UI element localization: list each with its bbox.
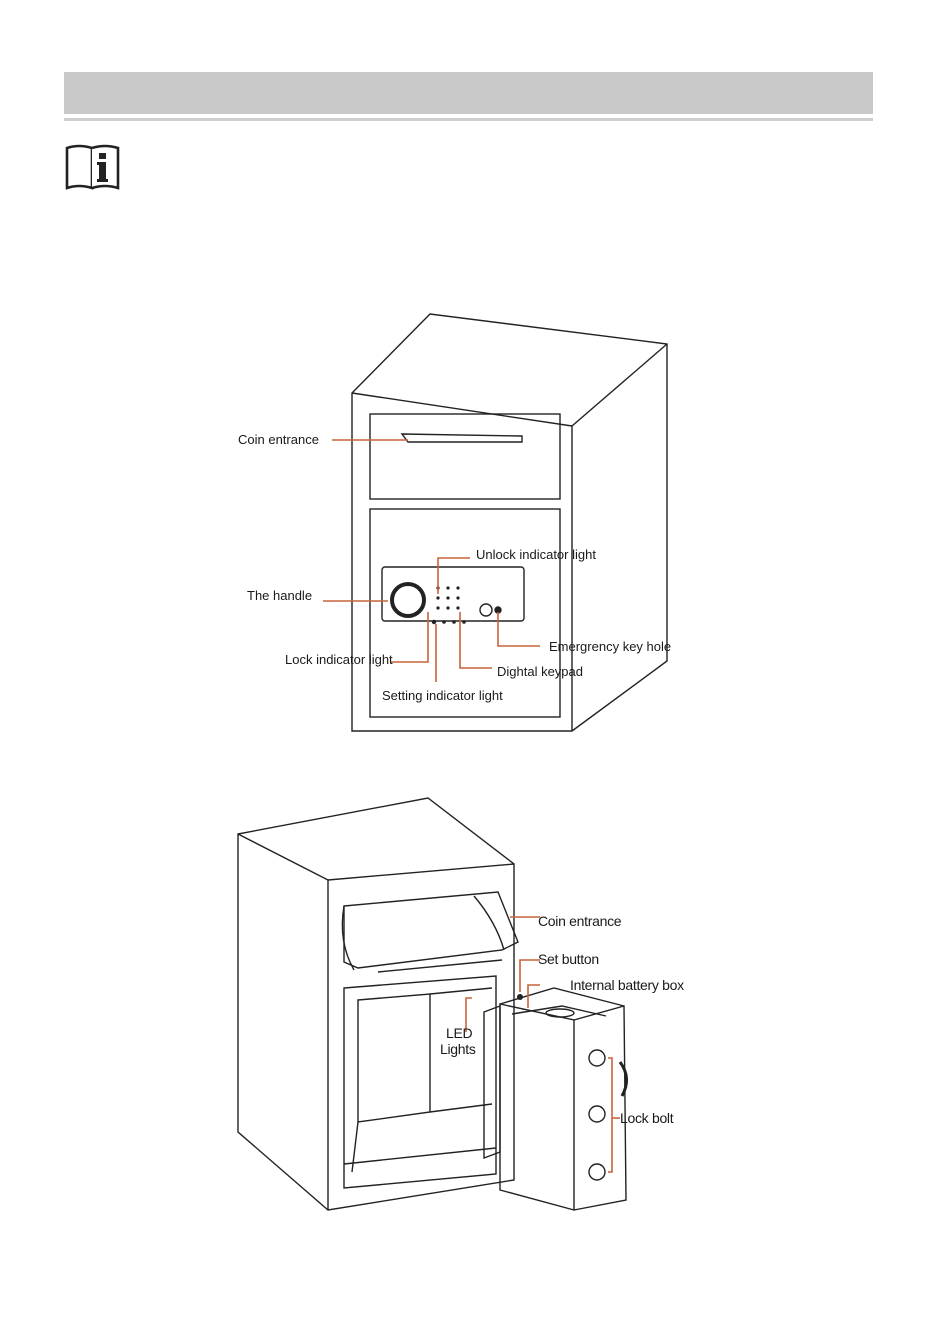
label-the-handle: The handle [247,588,312,603]
label-lock-bolt: Lock bolt [620,1110,674,1126]
label-emergency-key-hole: Emergrency key hole [549,639,671,654]
info-book-icon [64,142,124,192]
label-coin-entrance: Coin entrance [538,913,622,929]
label-coin-entrance: Coin entrance [238,432,319,447]
label-internal-battery-box: Internal battery box [570,977,684,993]
safe-front-diagram: Coin entrance Unlock indicator light The… [230,306,706,758]
section-header-rule [64,118,873,121]
label-digital-keypad: Dightal keypad [497,664,583,679]
label-led-lights-line2: Lights [440,1041,476,1057]
label-led-lights-line1: LED [446,1025,473,1041]
safe-open-diagram: Coin entrance Set button Internal batter… [228,792,708,1212]
label-unlock-indicator-light: Unlock indicator light [476,547,596,562]
section-header-bar [64,72,873,114]
label-set-button: Set button [538,951,599,967]
label-setting-indicator-light: Setting indicator light [382,688,503,703]
label-lock-indicator-light: Lock indicator light [285,652,393,667]
